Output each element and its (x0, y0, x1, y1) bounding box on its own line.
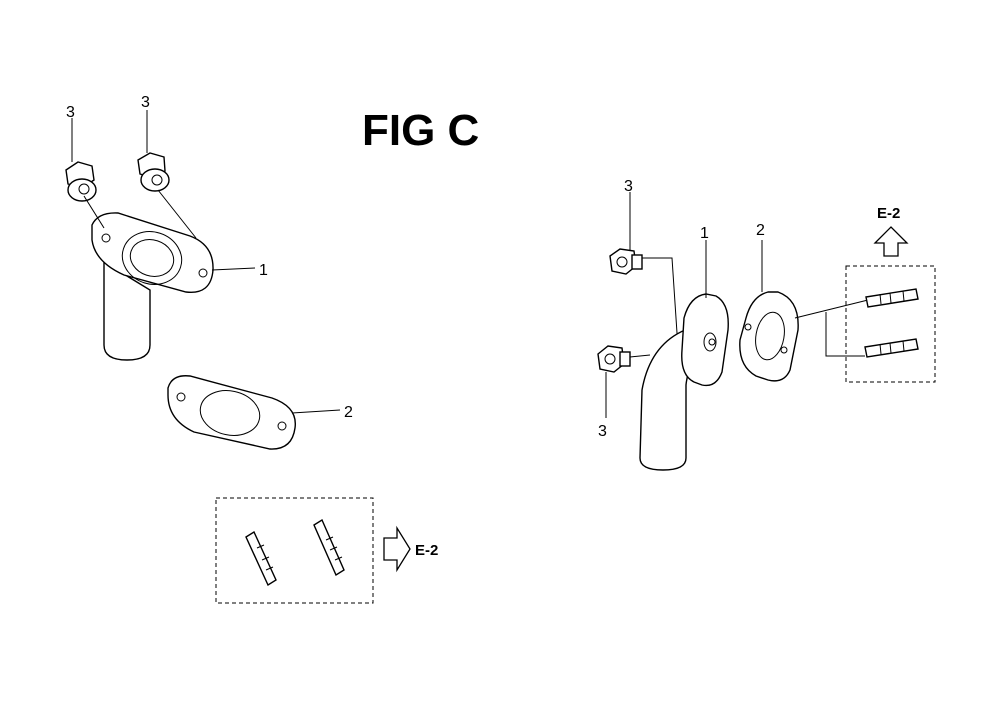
callout-left-bolt-b: 3 (141, 94, 150, 111)
right-bolt-top[interactable] (609, 248, 643, 275)
left-ref-label[interactable]: E-2 (415, 542, 438, 559)
right-assembly: 3 3 1 2 (597, 178, 936, 471)
callout-right-elbow: 1 (700, 225, 709, 242)
callout-left-bolt-a: 3 (66, 104, 75, 121)
left-bolt-b[interactable] (137, 152, 170, 192)
left-ref-arrow-icon[interactable] (383, 525, 411, 573)
right-bolt-bottom[interactable] (597, 345, 631, 373)
left-stud-2[interactable] (313, 518, 345, 577)
left-stud-1[interactable] (245, 530, 277, 587)
right-studs-box (845, 265, 936, 383)
left-studs-box (215, 497, 374, 604)
callout-right-bolt-bottom: 3 (598, 423, 607, 440)
right-ref-label[interactable]: E-2 (877, 205, 900, 222)
left-assembly: 3 3 1 2 (65, 94, 438, 604)
right-stud-1[interactable] (865, 288, 919, 308)
left-bolt-a[interactable] (65, 161, 97, 202)
callout-left-elbow: 1 (259, 262, 268, 279)
callout-right-gasket: 2 (756, 222, 765, 239)
right-ref-arrow-icon[interactable] (873, 226, 909, 257)
left-elbow-pipe[interactable] (91, 212, 214, 361)
figure-title: FIG C (362, 106, 479, 155)
right-stud-2[interactable] (864, 338, 919, 358)
left-gasket[interactable] (167, 375, 296, 450)
right-elbow-pipe[interactable] (639, 293, 729, 471)
right-gasket[interactable] (739, 291, 799, 382)
callout-left-gasket: 2 (344, 404, 353, 421)
callout-right-bolt-top: 3 (624, 178, 633, 195)
